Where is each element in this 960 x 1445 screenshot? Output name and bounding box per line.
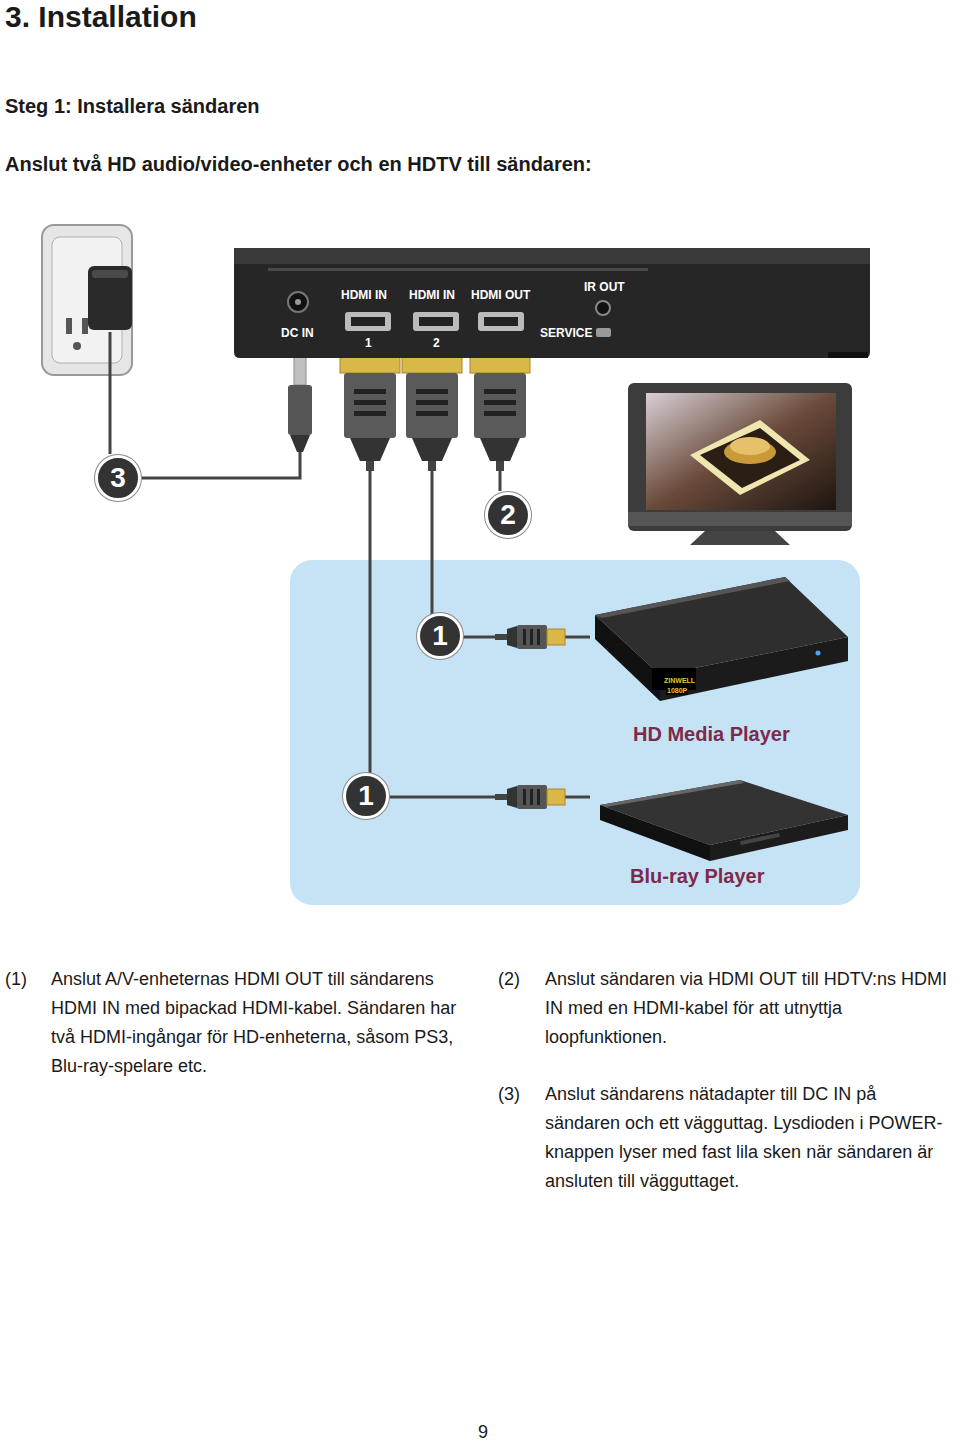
port-label: HDMI IN — [409, 288, 455, 302]
page-title: 3. Installation — [5, 0, 197, 34]
brand-mark: ZINWELL — [663, 676, 696, 685]
hdtv-illustration — [628, 383, 852, 545]
callout-number: 1 — [343, 773, 389, 819]
port-label: HDMI IN — [341, 288, 387, 302]
intro-heading: Anslut två HD audio/video-enheter och en… — [5, 153, 592, 176]
brand-mark: 1080P — [666, 686, 688, 695]
callout-number: 3 — [95, 455, 141, 501]
port-label: IR OUT — [584, 280, 625, 294]
port-label: SERVICE — [540, 326, 592, 340]
transmitter-box: HDMI IN HDMI IN HDMI OUT IR OUT DC IN SERVICE… — [228, 248, 876, 358]
step-heading: Steg 1: Installera sändaren — [5, 95, 260, 118]
page-number: 9 — [478, 1418, 488, 1445]
port-label: DC IN — [281, 326, 314, 340]
step-text: Anslut A/V-enheternas HDMI OUT till sänd… — [51, 965, 471, 1081]
bluray-player-device: Blu-ray Player — [590, 775, 852, 897]
port-label: 1 — [365, 336, 372, 350]
device-label: HD Media Player — [633, 723, 790, 746]
port-label: 2 — [433, 336, 440, 350]
callout-number: 2 — [485, 492, 531, 538]
step-number: (3) — [498, 1080, 520, 1109]
dc-plug — [288, 355, 312, 452]
step-number: (1) — [5, 965, 27, 994]
media-player-device: HD Media Player — [590, 575, 852, 753]
device-shape — [228, 248, 876, 358]
step-text: Anslut sändarens nätadapter till DC IN p… — [545, 1080, 955, 1196]
device-panel — [290, 560, 860, 905]
step-text: Anslut sändaren via HDMI OUT till HDTV:n… — [545, 965, 955, 1052]
device-label: Blu-ray Player — [630, 865, 765, 888]
port-label: HDMI OUT — [471, 288, 530, 302]
wall-outlet — [42, 225, 132, 375]
callout-number: 1 — [417, 613, 463, 659]
step-number: (2) — [498, 965, 520, 994]
